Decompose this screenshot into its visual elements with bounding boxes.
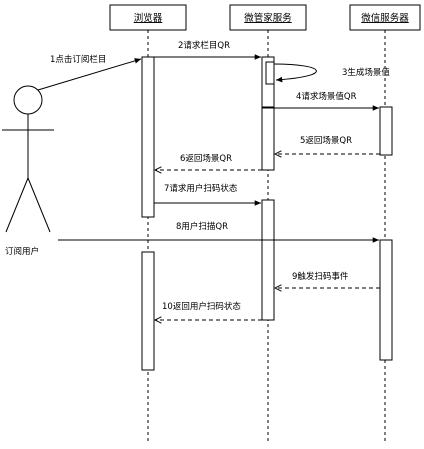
actor-subscriber-icon [2,85,54,233]
message-5-label: 5返回场景QR [300,135,352,146]
message-10-label: 10返回用户扫码状态 [162,301,241,312]
message-4-label: 4请求场景值QR [296,91,357,102]
message-1-label: 1点击订阅栏目 [50,54,106,65]
message-6-label: 6返回场景QR [180,153,232,164]
participant-browser: 浏览器 [109,4,187,31]
participant-wechat-manager: 微管家服务 [229,4,307,31]
message-9-label: 9触发扫码事件 [292,271,349,282]
participant-browser-label: 浏览器 [134,12,163,24]
participant-wechat-server-label: 微信服务器 [361,12,409,24]
message-1-arrow [37,58,142,91]
participant-wechat-server: 微信服务器 [349,4,421,31]
participant-wechat-manager-label: 微管家服务 [244,12,292,24]
message-7-label: 7请求用户扫码状态 [164,183,238,194]
activation-server-1 [379,106,393,156]
activation-browser-1 [141,56,155,218]
activation-manager-2 [261,107,275,171]
message-2-label: 2请求栏目QR [178,40,230,51]
activation-manager-3 [261,199,275,321]
activation-browser-2 [141,251,155,371]
message-3-label: 3生成场景值 [342,67,390,78]
activation-server-2 [379,239,393,361]
actor-subscriber-label: 订阅用户 [5,246,39,257]
activation-manager-self [265,61,275,85]
message-8-label: 8用户扫描QR [176,221,228,232]
message-3-arrow [273,63,317,83]
